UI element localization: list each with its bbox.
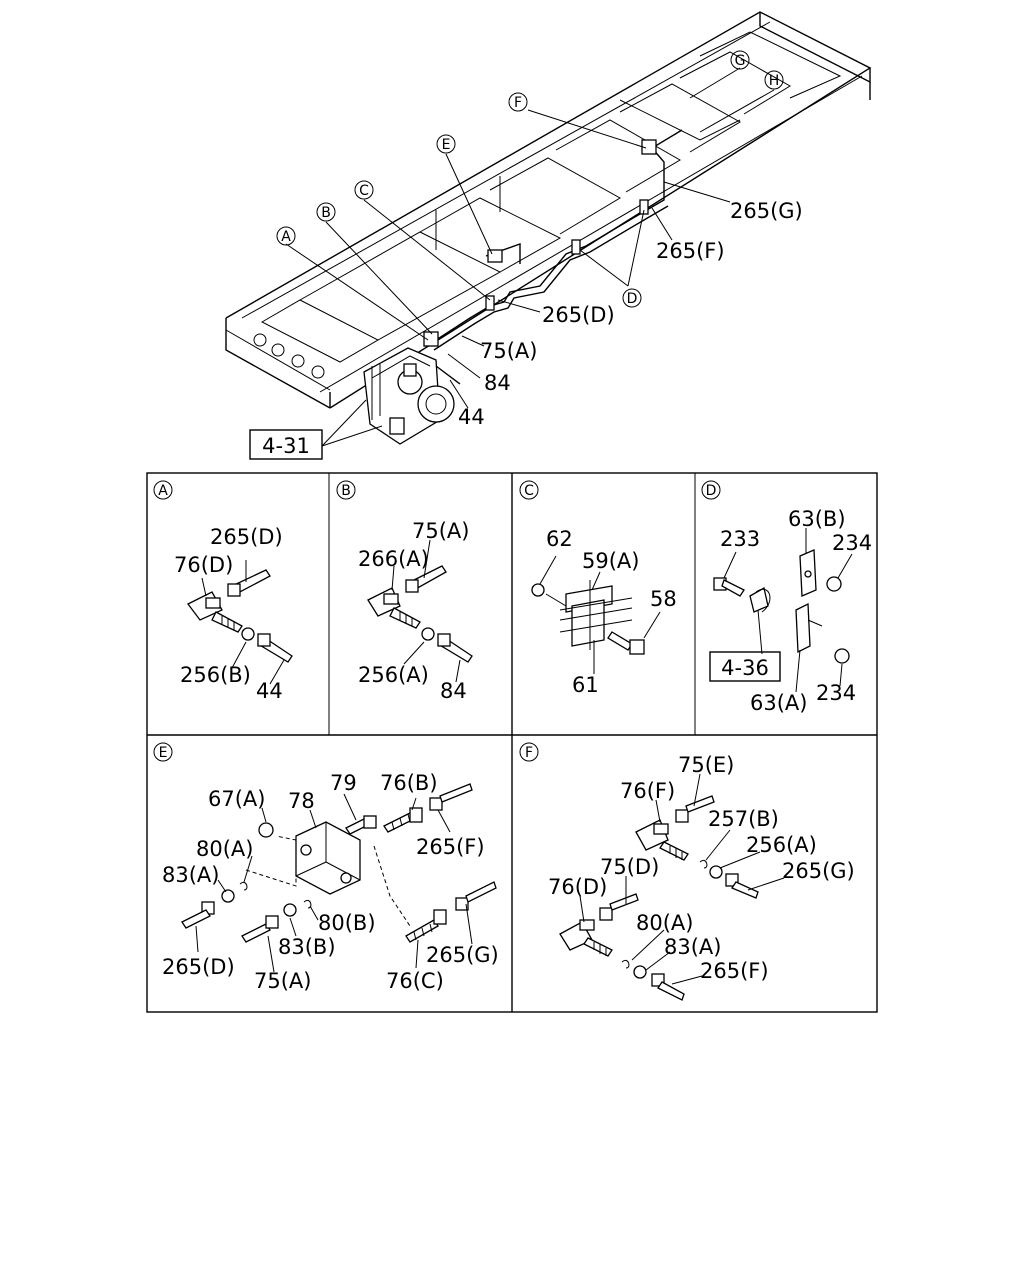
label-257B: 257(B) <box>708 807 779 831</box>
svg-text:4-31: 4-31 <box>262 434 310 458</box>
label-63B: 63(B) <box>788 507 846 531</box>
callout-H: H <box>764 70 784 90</box>
detail-panel-A: A 265(D) 76(D) 256(B) 44 <box>153 480 293 703</box>
callout-A: A <box>276 226 296 246</box>
overview-labels: 265(G) 265(F) 265(D) 75(A) 84 44 4-31 <box>249 199 803 460</box>
label-265G: 265(G) <box>730 199 803 223</box>
label-78: 78 <box>288 789 315 813</box>
label-234-bottom: 234 <box>816 681 856 705</box>
panel-D-letter: D <box>706 483 717 499</box>
label-75E: 75(E) <box>678 753 734 777</box>
label-76D: 76(D) <box>548 875 607 899</box>
panel-E-letter: E <box>159 745 168 761</box>
label-265G: 265(G) <box>782 859 855 883</box>
detail-panel-F: F 75(E) <box>519 742 855 1001</box>
label-256A: 256(A) <box>746 833 817 857</box>
chassis-frame-drawing <box>225 11 872 445</box>
label-83B: 83(B) <box>278 935 336 959</box>
svg-text:A: A <box>281 229 291 245</box>
overview-leaders <box>285 67 775 447</box>
panel-B-letter: B <box>341 483 351 499</box>
panel-A-letter: A <box>158 483 168 499</box>
svg-text:G: G <box>735 53 746 69</box>
callout-D: D <box>622 288 642 308</box>
ref-box-4-31: 4-31 <box>249 429 323 460</box>
svg-text:C: C <box>359 183 369 199</box>
label-58: 58 <box>650 587 677 611</box>
svg-text:F: F <box>514 95 522 111</box>
label-76C: 76(C) <box>386 969 444 993</box>
detail-grid <box>146 472 878 1013</box>
label-80A: 80(A) <box>636 911 693 935</box>
overview-callouts: A B C E F G H D <box>276 50 784 308</box>
label-265F: 265(F) <box>656 239 725 263</box>
label-76B: 76(B) <box>380 771 438 795</box>
callout-E: E <box>436 134 456 154</box>
callout-C: C <box>354 180 374 200</box>
label-62: 62 <box>546 527 573 551</box>
label-265G: 265(G) <box>426 943 499 967</box>
panel-F-letter: F <box>525 745 533 761</box>
label-44: 44 <box>458 405 485 429</box>
label-266A: 266(A) <box>358 547 429 571</box>
label-67A: 67(A) <box>208 787 265 811</box>
detail-panel-E: E <box>153 742 499 993</box>
label-75D: 75(D) <box>600 855 659 879</box>
label-75A: 75(A) <box>412 519 469 543</box>
svg-text:E: E <box>442 137 451 153</box>
callout-G: G <box>730 50 750 70</box>
label-75A: 75(A) <box>480 339 537 363</box>
label-44: 44 <box>256 679 283 703</box>
label-80A: 80(A) <box>196 837 253 861</box>
label-75A: 75(A) <box>254 969 311 993</box>
label-256B: 256(B) <box>180 663 251 687</box>
panel-C-letter: C <box>524 483 534 499</box>
callout-F: F <box>508 92 528 112</box>
label-84: 84 <box>484 371 511 395</box>
label-83A: 83(A) <box>664 935 721 959</box>
label-76F: 76(F) <box>620 779 675 803</box>
svg-text:4-36: 4-36 <box>721 656 769 680</box>
label-265F: 265(F) <box>416 835 485 859</box>
svg-text:B: B <box>321 205 331 221</box>
detail-panel-B: B 75(A) 266(A) 256(A) 84 <box>336 480 473 703</box>
label-79: 79 <box>330 771 357 795</box>
ref-box-4-36: 4-36 <box>709 651 781 682</box>
detail-panel-C: C 62 59(A) 58 61 <box>519 480 677 697</box>
callout-B: B <box>316 202 336 222</box>
detail-panel-D: D 233 63(B) 234 4-36 63(A) 234 <box>701 480 872 715</box>
label-265D: 265(D) <box>162 955 235 979</box>
label-234-top: 234 <box>832 531 872 555</box>
label-76D: 76(D) <box>174 553 233 577</box>
label-59A: 59(A) <box>582 549 639 573</box>
label-265F: 265(F) <box>700 959 769 983</box>
svg-text:D: D <box>627 291 638 307</box>
label-256A: 256(A) <box>358 663 429 687</box>
svg-text:H: H <box>769 73 780 89</box>
label-80B: 80(B) <box>318 911 376 935</box>
label-233: 233 <box>720 527 760 551</box>
label-265D: 265(D) <box>542 303 615 327</box>
label-63A: 63(A) <box>750 691 807 715</box>
label-83A: 83(A) <box>162 863 219 887</box>
label-61: 61 <box>572 673 599 697</box>
label-84: 84 <box>440 679 467 703</box>
label-265D: 265(D) <box>210 525 283 549</box>
